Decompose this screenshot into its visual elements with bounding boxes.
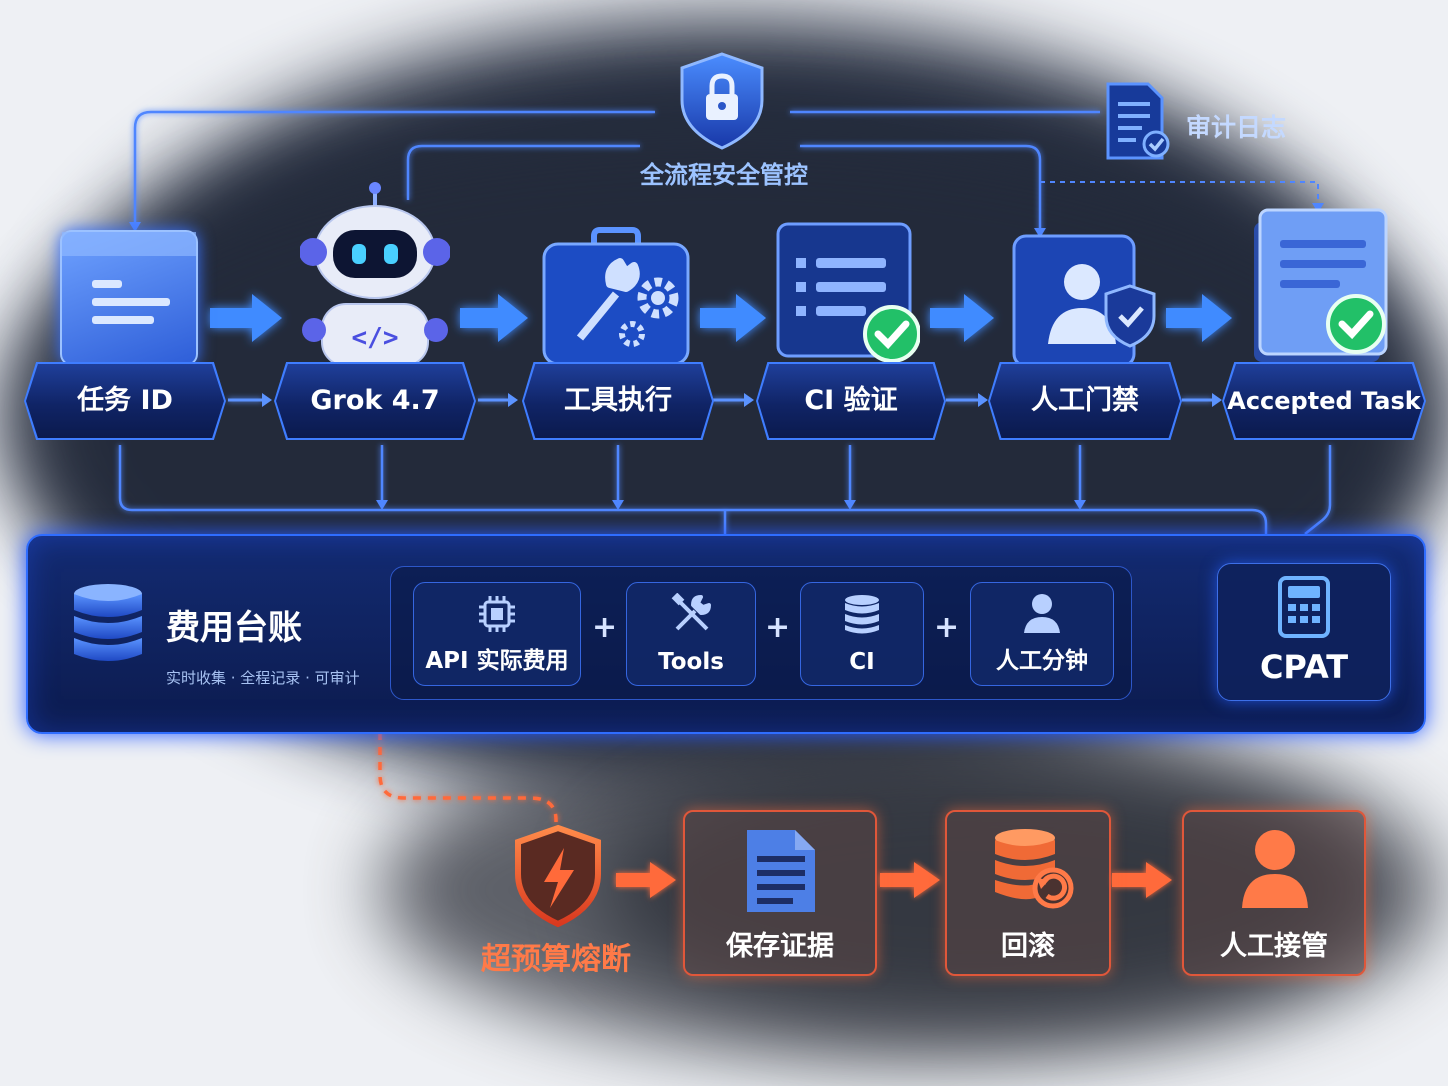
breaker-label: 超预算熔断 bbox=[481, 942, 631, 977]
person-icon bbox=[1021, 591, 1063, 635]
check-badge-icon bbox=[1326, 294, 1386, 354]
ledger-title: 费用台账 bbox=[166, 608, 302, 648]
person-icon bbox=[1240, 826, 1310, 910]
database-icon bbox=[843, 593, 881, 635]
robot-icon: </> bbox=[299, 180, 451, 370]
stage-label: 工具执行 bbox=[564, 385, 672, 416]
robot-code-glyph: </> bbox=[352, 323, 399, 353]
step-rollback[interactable]: 回滚 bbox=[945, 810, 1111, 976]
stage-ci-verify[interactable]: CI 验证 bbox=[758, 364, 944, 438]
cost-item-tools[interactable]: Tools bbox=[626, 582, 756, 686]
cost-item-human-minutes[interactable]: 人工分钟 bbox=[970, 582, 1114, 686]
document-icon bbox=[741, 826, 821, 916]
cost-item-label: CI bbox=[849, 649, 875, 675]
cost-item-api[interactable]: API 实际费用 bbox=[413, 582, 581, 686]
calculator-icon bbox=[1278, 576, 1330, 638]
step-label: 回滚 bbox=[1001, 931, 1055, 962]
ledger-subtitle: 实时收集 · 全程记录 · 可审计 bbox=[166, 669, 360, 687]
stage-accepted-task[interactable]: Accepted Task bbox=[1224, 364, 1424, 438]
audit-log-icon bbox=[1102, 80, 1174, 164]
security-label: 全流程安全管控 bbox=[640, 161, 808, 189]
lightning-shield-icon bbox=[510, 824, 606, 928]
step-label: 保存证据 bbox=[726, 931, 834, 962]
stage-label: 人工门禁 bbox=[1031, 385, 1139, 416]
shield-check-icon bbox=[1104, 284, 1156, 348]
stage-tool-exec[interactable]: 工具执行 bbox=[524, 364, 712, 438]
cost-item-ci[interactable]: CI bbox=[800, 582, 924, 686]
stage-task-id[interactable]: 任务 ID bbox=[26, 364, 224, 438]
plus-sign: + bbox=[934, 610, 960, 645]
task-document-icon bbox=[60, 230, 198, 366]
cost-item-label: API 实际费用 bbox=[425, 648, 569, 674]
database-rollback-icon bbox=[991, 826, 1075, 910]
stage-label: CI 验证 bbox=[804, 385, 898, 416]
stage-grok[interactable]: Grok 4.7 bbox=[276, 364, 474, 438]
step-label: 人工接管 bbox=[1220, 931, 1328, 962]
ci-checklist-icon bbox=[774, 220, 921, 368]
cost-item-label: 人工分钟 bbox=[996, 648, 1088, 674]
step-manual-takeover[interactable]: 人工接管 bbox=[1182, 810, 1366, 976]
tools-icon bbox=[671, 592, 713, 635]
lock-shield-icon bbox=[670, 48, 774, 152]
toolbox-icon bbox=[540, 222, 692, 366]
plus-sign: + bbox=[765, 610, 791, 645]
step-save-evidence[interactable]: 保存证据 bbox=[683, 810, 877, 976]
stage-label: Accepted Task bbox=[1227, 387, 1421, 415]
stage-label: 任务 ID bbox=[77, 385, 173, 416]
accepted-task-icon bbox=[1250, 206, 1390, 366]
cpat-result[interactable]: CPAT bbox=[1217, 563, 1391, 701]
plus-sign: + bbox=[592, 610, 618, 645]
audit-log-label: 审计日志 bbox=[1186, 113, 1287, 142]
database-icon bbox=[70, 582, 146, 668]
check-badge-icon bbox=[863, 305, 921, 363]
human-gate-icon bbox=[1012, 232, 1158, 370]
stage-human-gate[interactable]: 人工门禁 bbox=[990, 364, 1180, 438]
cost-item-label: Tools bbox=[658, 649, 724, 675]
cpat-label: CPAT bbox=[1259, 648, 1349, 686]
chip-icon bbox=[476, 593, 518, 635]
stage-label: Grok 4.7 bbox=[310, 385, 440, 416]
